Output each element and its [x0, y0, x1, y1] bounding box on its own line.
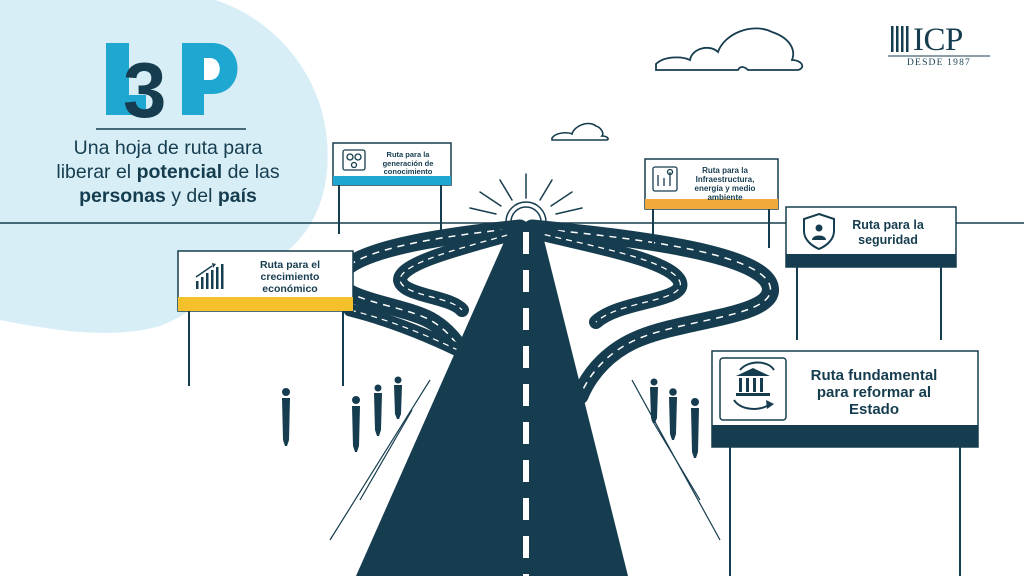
tagline-part-3: personas	[79, 185, 166, 207]
icp-logo-since: DESDE 1987	[907, 58, 971, 68]
tagline-part-1: potencial	[136, 161, 223, 183]
tagline-part-4: y del	[165, 185, 218, 207]
sign-infrastructure	[644, 158, 779, 248]
sign-economy-label: Ruta para el crecimiento económico	[259, 259, 321, 295]
icp-logo-name: ICP	[913, 22, 963, 58]
science-gears-icon	[342, 149, 366, 171]
people-group-left	[282, 376, 402, 452]
sign-security-label: Ruta para la seguridad	[852, 218, 924, 247]
sign-state-label: Ruta fundamental para reformar al Estado	[810, 367, 938, 418]
tagline-part-5: país	[217, 185, 257, 207]
right-branch-roads	[523, 219, 779, 405]
icp-logo-mark	[888, 26, 990, 57]
svg-text:3: 3	[123, 46, 166, 134]
people-group-right	[650, 378, 699, 458]
ground-lines	[329, 379, 721, 541]
sunrise	[469, 173, 583, 223]
l3p-logo: 3	[106, 43, 238, 134]
sign-knowledge	[332, 142, 452, 234]
government-building-icon	[719, 357, 787, 421]
tagline-part-2: de las	[222, 161, 280, 183]
sign-infrastructure-label: Ruta para la Infraestructura, energía y …	[694, 166, 756, 202]
main-road	[356, 224, 628, 576]
growth-chart-icon	[195, 263, 224, 289]
cloud-small	[551, 122, 609, 141]
sign-state	[711, 350, 979, 576]
shield-person-icon	[803, 212, 835, 251]
tagline-part-0: Una hoja de ruta para liberar el	[56, 137, 263, 183]
sign-economy	[177, 250, 354, 386]
light-blue-blob	[0, 0, 328, 333]
tagline: Una hoja de ruta para liberar el potenci…	[48, 136, 288, 208]
energy-industry-icon	[652, 166, 678, 192]
sign-knowledge-label: Ruta para la generación de conocimiento	[382, 150, 434, 176]
cloud-large	[655, 27, 804, 71]
sign-security	[785, 206, 957, 340]
